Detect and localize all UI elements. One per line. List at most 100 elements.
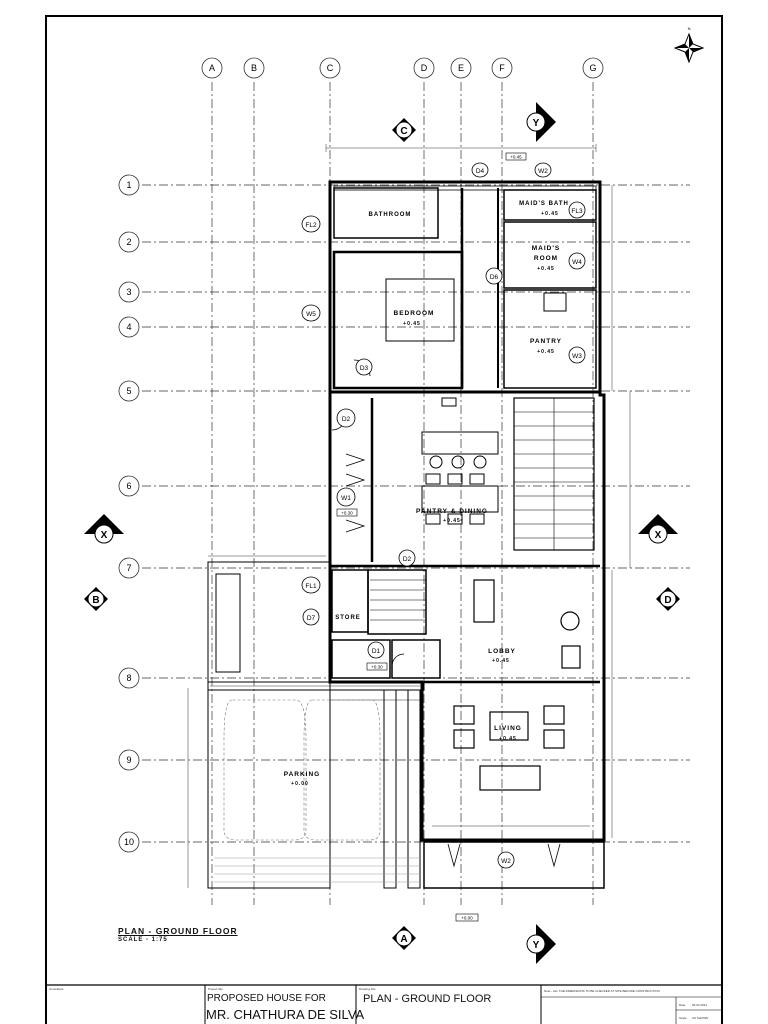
- svg-text:B: B: [92, 595, 99, 606]
- drawing-title: PLAN - GROUND FLOOR: [363, 993, 492, 1005]
- date-value: 06.02.2021: [692, 1003, 708, 1007]
- grid-row-label: 3: [126, 287, 131, 297]
- svg-text:C: C: [400, 126, 407, 137]
- grid-col-label: C: [327, 63, 334, 73]
- opening-tag: FL2: [305, 222, 317, 229]
- grid-col-label: A: [209, 63, 215, 73]
- opening-tag: W1: [341, 495, 351, 502]
- room-label: LIVING: [494, 725, 522, 732]
- opening-tag: D2: [403, 556, 412, 563]
- grid-row-label: 9: [126, 755, 131, 765]
- grid-column-bubbles: A B C D E F G: [201, 57, 604, 79]
- grid-col-label: B: [251, 63, 257, 73]
- grid-col-label: E: [458, 63, 464, 73]
- grid-row-label: 4: [126, 322, 131, 332]
- room-area: +0.45: [499, 736, 517, 742]
- room-area: +0.45: [537, 266, 555, 272]
- section-marker-bottom: A: [392, 926, 416, 950]
- grid-row-label: 10: [124, 837, 134, 847]
- room-area: +0.45: [492, 658, 510, 664]
- opening-tag: D7: [307, 615, 316, 622]
- opening-tag: D1: [372, 648, 381, 655]
- project-title-line2: MR. CHATHURA DE SILVA: [206, 1007, 365, 1022]
- section-marker-x-right: X: [638, 514, 678, 544]
- dimension-lines: [187, 144, 631, 888]
- room-area: +0.00: [291, 781, 309, 787]
- room-label: ROOM: [534, 255, 558, 262]
- opening-tag: W5: [306, 311, 316, 318]
- site-note: Note - ALL THE DIMENSIONS TO BE CHECKED …: [544, 989, 660, 993]
- room-label: BEDROOM: [394, 310, 435, 317]
- grid-row-label: 2: [126, 237, 131, 247]
- room-label: PARKING: [284, 771, 321, 778]
- driveway-hatch: [214, 857, 420, 883]
- opening-tag: FL3: [571, 208, 583, 215]
- grid-row-label: 6: [126, 481, 131, 491]
- svg-text:A: A: [400, 934, 407, 945]
- grid-row-label: 1: [126, 180, 131, 190]
- grid-col-label: G: [589, 63, 596, 73]
- section-marker-top: C: [392, 118, 416, 142]
- grid-col-label: F: [499, 63, 505, 73]
- opening-tag: W4: [572, 259, 582, 266]
- level-tag: +0.00: [461, 916, 473, 921]
- room-label: PANTRY & DINING: [416, 508, 488, 515]
- section-marker-y-top: Y: [526, 102, 556, 142]
- room-label: PANTRY: [530, 338, 562, 345]
- living-furniture: [453, 579, 581, 791]
- opening-tag: FL1: [305, 583, 317, 590]
- grid-row-label: 5: [126, 386, 131, 396]
- grid-row-label: 7: [126, 563, 131, 573]
- room-label: BATHROOM: [369, 212, 412, 218]
- date-label: Date: [679, 1003, 686, 1007]
- opening-tags: D4 W2 FL2 FL3 W4 D6 W5 W3 D3 D2 W1 D2 FL…: [301, 162, 586, 869]
- room-label: MAID'S: [532, 245, 561, 252]
- drawing-title-caption: Drawing title: [359, 987, 376, 991]
- opening-tag: D6: [490, 274, 499, 281]
- parking-cars: [223, 699, 381, 841]
- opening-tag: D4: [476, 168, 485, 175]
- opening-tag: W3: [572, 353, 582, 360]
- scale-label: Scale: [679, 1016, 687, 1020]
- grid-row-label: 8: [126, 673, 131, 683]
- opening-tag: W2: [538, 168, 548, 175]
- north-arrow-icon: N: [673, 26, 705, 64]
- level-tags: +0.45 +0.30 +0.30 +0.00: [336, 152, 527, 922]
- section-marker-x-left: X: [84, 514, 124, 544]
- grid-col-label: D: [421, 63, 428, 73]
- project-caption: Project title: [208, 987, 223, 991]
- svg-text:X: X: [655, 530, 662, 541]
- scale-value: AS SHOWN: [692, 1016, 709, 1020]
- dining-furniture: [421, 397, 499, 525]
- section-marker-left: B: [84, 587, 108, 611]
- project-title-line1: PROPOSED HOUSE FOR: [207, 993, 326, 1004]
- room-labels: BATHROOM MAID'S BATH +0.45 MAID'S ROOM +…: [284, 201, 569, 787]
- room-area: +0.45: [537, 349, 555, 355]
- grid-row-bubbles: 1 2 3 4 5 6 7 8 9 10: [118, 174, 140, 853]
- opening-tag: D3: [360, 365, 369, 372]
- level-tag: +0.30: [371, 665, 383, 670]
- stair-treads: [370, 398, 594, 621]
- svg-text:D: D: [664, 595, 671, 606]
- consultant-caption: Consultant: [49, 987, 64, 991]
- room-label: MAID'S BATH: [519, 201, 569, 207]
- svg-text:N: N: [688, 26, 691, 31]
- section-marker-y-bottom: Y: [526, 924, 556, 964]
- room-area: +0.45: [443, 518, 461, 524]
- walls: [207, 180, 606, 889]
- room-area: +0.45: [403, 321, 421, 327]
- opening-tag: D2: [342, 416, 351, 423]
- section-markers: C A B D X X Y: [84, 102, 680, 964]
- opening-tag: W2: [501, 858, 511, 865]
- svg-text:Y: Y: [533, 118, 540, 129]
- plan-title: PLAN - GROUND FLOOR: [118, 926, 238, 936]
- plan-scale: SCALE - 1:75: [118, 937, 168, 943]
- level-tag: +0.30: [341, 511, 353, 516]
- room-label: LOBBY: [488, 648, 516, 655]
- svg-text:Y: Y: [533, 940, 540, 951]
- title-block: [46, 984, 722, 1024]
- room-label: STORE: [335, 615, 361, 621]
- sheet-border: [45, 15, 723, 1024]
- level-tag: +0.45: [510, 155, 522, 160]
